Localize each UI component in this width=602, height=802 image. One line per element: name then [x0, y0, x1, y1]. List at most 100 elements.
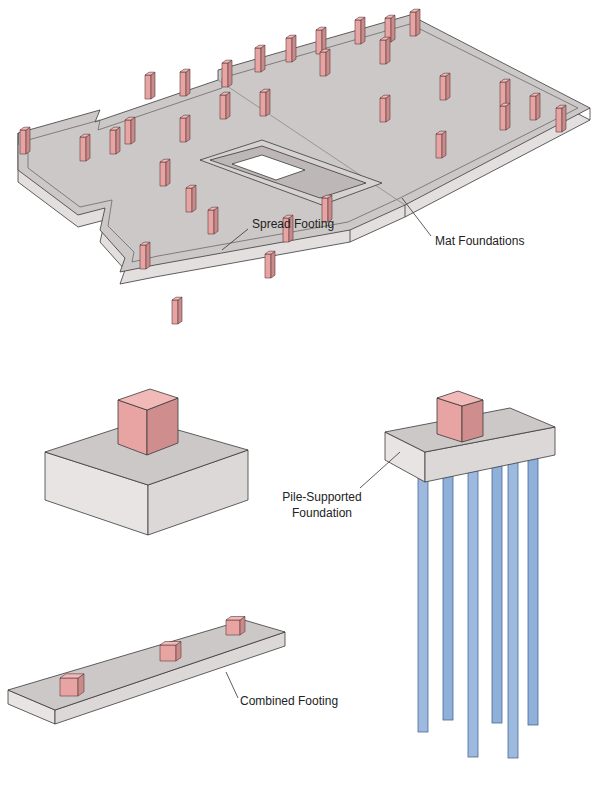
column-face: [208, 207, 218, 210]
combined-columns: [60, 617, 245, 697]
column-face: [500, 106, 506, 130]
column-face: [60, 678, 78, 696]
piles: [418, 440, 538, 758]
column-face: [145, 72, 155, 75]
spread-footing: [45, 389, 248, 535]
column-face: [172, 297, 182, 300]
column-face: [316, 27, 326, 30]
column-face: [80, 137, 86, 161]
column-face: [26, 127, 30, 154]
column-face: [380, 95, 390, 98]
column-face: [20, 127, 30, 130]
column-face: [214, 207, 218, 234]
column-face: [180, 72, 186, 96]
callout-label: Combined Footing: [240, 693, 338, 709]
column-face: [265, 251, 275, 254]
column-face: [60, 674, 84, 678]
column-face: [320, 52, 326, 76]
column-face: [226, 92, 230, 119]
column-face: [361, 17, 365, 44]
column-face: [440, 73, 450, 76]
column-face: [186, 115, 190, 142]
column-face: [416, 9, 420, 36]
column-face: [186, 188, 192, 212]
column-face: [222, 60, 232, 63]
column-face: [166, 159, 170, 186]
column-face: [536, 93, 540, 120]
column-face: [386, 95, 390, 122]
column-face: [160, 645, 176, 661]
column-face: [160, 159, 170, 162]
column-face: [186, 185, 196, 188]
column-face: [226, 620, 240, 635]
column-face: [116, 127, 120, 154]
combined-footing: [8, 620, 285, 724]
column-face: [410, 12, 416, 36]
callout-label: Pile-Supported Foundation: [263, 489, 381, 521]
column-face: [355, 20, 361, 44]
column-face: [506, 103, 510, 130]
column-face: [530, 93, 540, 96]
column-face: [265, 254, 271, 278]
column-face: [180, 115, 190, 118]
column-face: [131, 117, 135, 144]
column-face: [151, 72, 155, 99]
column-face: [180, 118, 186, 142]
column-face: [386, 37, 390, 64]
column-face: [500, 103, 510, 106]
column-face: [160, 162, 166, 186]
column-face: [86, 134, 90, 161]
column-face: [322, 195, 332, 198]
column-face: [145, 75, 151, 99]
column-face: [192, 185, 196, 212]
column-face: [125, 117, 135, 120]
column-face: [506, 79, 510, 106]
column-face: [20, 130, 26, 154]
column-face: [180, 69, 190, 72]
column-face: [436, 131, 446, 134]
column-face: [146, 242, 150, 269]
column-face: [446, 73, 450, 100]
column-face: [442, 131, 446, 158]
column-face: [160, 642, 181, 646]
column-face: [140, 245, 146, 269]
column-face: [261, 45, 265, 72]
column-face: [255, 45, 265, 48]
column-face: [208, 210, 214, 234]
column-face: [380, 40, 386, 64]
column-face: [286, 35, 296, 38]
column-face: [436, 134, 442, 158]
column-face: [320, 49, 330, 52]
column-face: [562, 105, 566, 132]
column-face: [110, 127, 120, 130]
column-face: [440, 76, 446, 100]
column-face: [380, 37, 390, 40]
column-face: [271, 251, 275, 278]
column-face: [500, 82, 506, 106]
column-face: [355, 17, 365, 20]
column-face: [255, 48, 261, 72]
callout-label: Mat Foundations: [435, 233, 524, 249]
column-face: [316, 30, 322, 54]
column-face: [266, 89, 270, 116]
column-face: [125, 120, 131, 144]
column-face: [110, 130, 116, 154]
column-face: [80, 134, 90, 137]
column-face: [385, 15, 395, 18]
column-face: [556, 105, 566, 108]
column-face: [391, 15, 395, 42]
mat-foundation: [18, 15, 590, 284]
column-face: [292, 35, 296, 62]
callout-label: Spread Footing: [252, 216, 334, 232]
column-face: [260, 92, 266, 116]
column-face: [530, 96, 536, 120]
column-face: [326, 49, 330, 76]
column-face: [410, 9, 420, 12]
column-face: [222, 63, 228, 87]
leader-lines: [222, 198, 431, 698]
column-face: [228, 60, 232, 87]
column-face: [260, 89, 270, 92]
column-face: [186, 69, 190, 96]
column-face: [286, 38, 292, 62]
